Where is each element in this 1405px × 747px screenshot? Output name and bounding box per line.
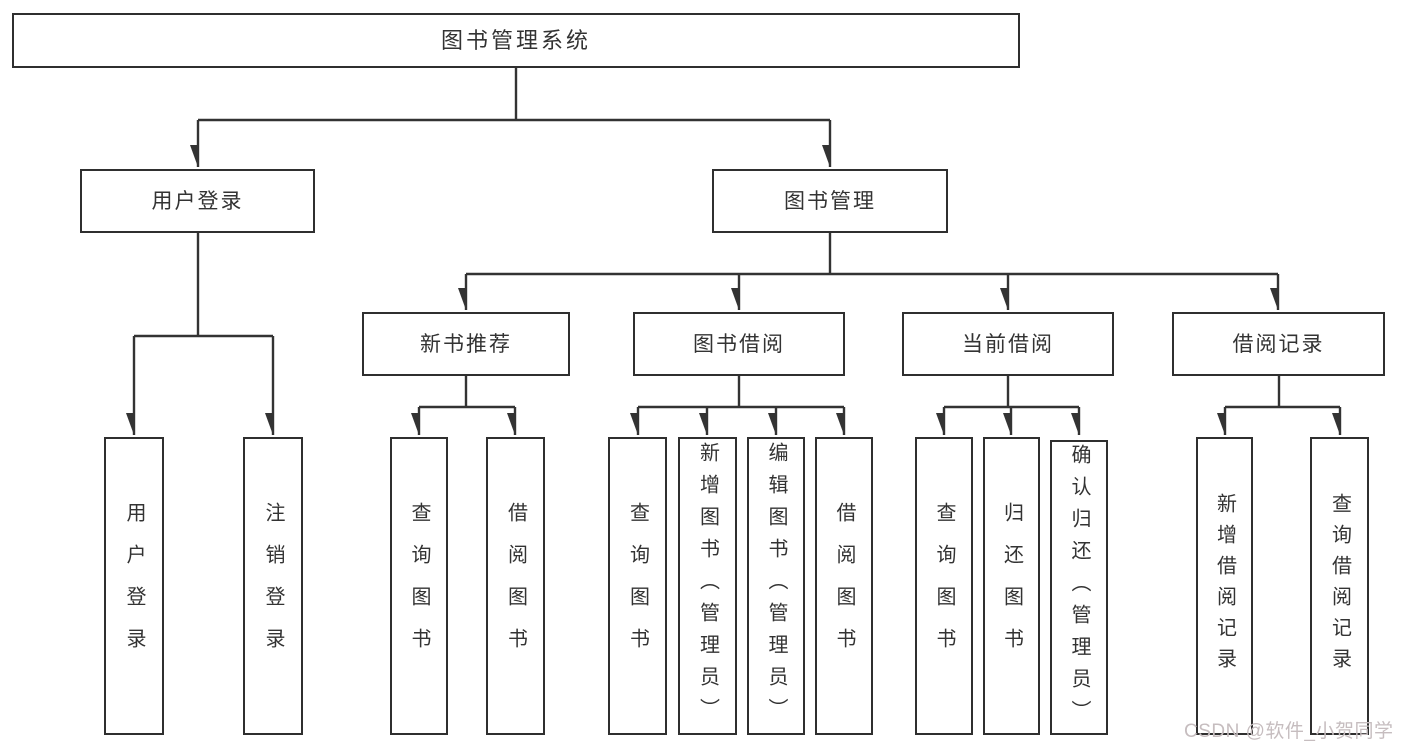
node-label: 归还图书: [1000, 502, 1023, 670]
leaf-query-books-current: 查询图书: [915, 437, 973, 735]
node-label: 查询图书: [408, 502, 430, 670]
node-label: 查询借阅记录: [1328, 493, 1351, 679]
node-label: 新增图书（管理员）: [696, 442, 719, 730]
leaf-query-books-recommend: 查询图书: [390, 437, 448, 735]
node-label: 用户登录: [151, 189, 244, 213]
node-label: 用户登录: [123, 502, 145, 670]
leaf-confirm-return-admin: 确认归还（管理员）: [1050, 440, 1108, 735]
node-label: 当前借阅: [962, 332, 1054, 356]
node-library-system: 图书管理系统: [12, 13, 1020, 68]
node-label: 借阅图书: [833, 502, 855, 670]
leaf-borrow-books-borrowing: 借阅图书: [815, 437, 873, 735]
node-label: 借阅图书: [504, 502, 527, 670]
node-label: 新增借阅记录: [1213, 493, 1236, 679]
node-label: 查询图书: [626, 502, 649, 670]
leaf-logout: 注销登录: [243, 437, 303, 735]
leaf-return-book: 归还图书: [983, 437, 1040, 735]
node-book-borrowing: 图书借阅: [633, 312, 845, 376]
leaf-add-borrow-record: 新增借阅记录: [1196, 437, 1253, 735]
leaf-query-borrow-record: 查询借阅记录: [1310, 437, 1369, 735]
node-label: 新书推荐: [420, 332, 512, 356]
leaf-edit-book-admin: 编辑图书（管理员）: [747, 437, 805, 735]
node-label: 图书借阅: [693, 332, 785, 356]
leaf-add-book-admin: 新增图书（管理员）: [678, 437, 737, 735]
node-label: 确认归还（管理员）: [1068, 443, 1090, 732]
csdn-watermark: CSDN @软件_小贺同学: [1184, 721, 1394, 742]
node-new-book-recommendation: 新书推荐: [362, 312, 570, 376]
leaf-user-login: 用户登录: [104, 437, 164, 735]
node-label: 编辑图书（管理员）: [765, 442, 787, 730]
leaf-query-books-borrowing: 查询图书: [608, 437, 667, 735]
node-current-borrowing: 当前借阅: [902, 312, 1114, 376]
node-label: 图书管理: [784, 189, 876, 213]
node-borrowing-records: 借阅记录: [1172, 312, 1385, 376]
leaf-borrow-books-recommend: 借阅图书: [486, 437, 545, 735]
node-label: 查询图书: [933, 502, 955, 670]
node-user-login: 用户登录: [80, 169, 315, 233]
node-label: 图书管理系统: [440, 27, 591, 53]
node-label: 借阅记录: [1232, 332, 1325, 356]
node-book-management: 图书管理: [712, 169, 948, 233]
node-label: 注销登录: [262, 502, 284, 670]
